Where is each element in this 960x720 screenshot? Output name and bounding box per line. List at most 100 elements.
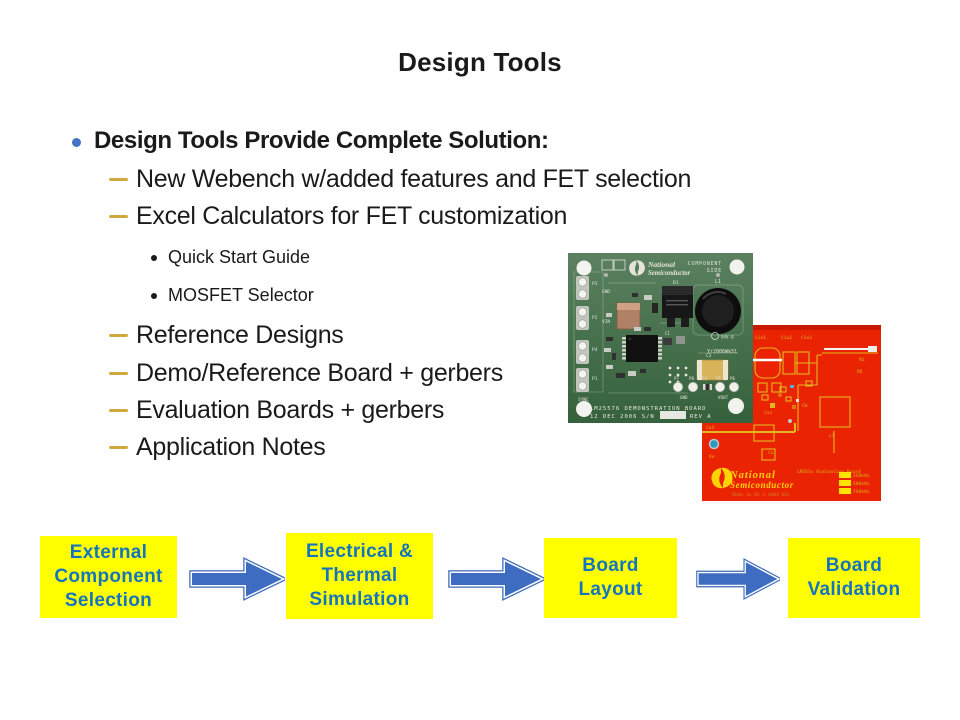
pin-label: P5 (716, 376, 722, 381)
brand-text: Semiconductor (730, 480, 794, 490)
pin-label: P8 (689, 376, 695, 381)
board-name-label: LM255x Evaluation Board (797, 469, 861, 475)
list-item-label: Excel Calculators for FET customization (136, 202, 568, 230)
serial-number-box (660, 411, 686, 419)
dash-icon (109, 334, 128, 337)
flow-step-board-layout: Board Layout (544, 538, 677, 618)
bullet-icon (151, 255, 157, 261)
made-in-label: Made in US © 2008 NSC (732, 492, 790, 498)
silk-outlines (573, 271, 744, 394)
silk-label: Css (764, 410, 773, 416)
component-label: C1 (665, 331, 670, 336)
frequency-legend: 250kHz 500kHz 750kHz (839, 472, 870, 495)
pin-label: GND (680, 395, 688, 400)
silk-label: Cin3 (801, 335, 812, 341)
dash-icon (109, 446, 128, 449)
component-label: L1 (715, 279, 721, 285)
bullet-icon (151, 293, 157, 299)
vo-test-point (708, 438, 720, 450)
pin-label: VOUT (718, 395, 729, 400)
pin-label: SYNC (578, 397, 589, 403)
silk-label: Cb (802, 403, 808, 409)
mounting-holes (576, 259, 745, 417)
copper-capacitor (616, 302, 641, 330)
silk-date-label: 12 DEC 2006 S/N (590, 414, 655, 420)
silk-label: Co3 (706, 425, 715, 431)
side-label: SIDE (707, 268, 722, 274)
flow-step-external-component-selection: External Component Selection (40, 536, 177, 618)
red-board-edge (702, 325, 881, 330)
flow-arrow-icon (448, 557, 548, 601)
silk-label: Co2 (768, 450, 777, 456)
list-item: Evaluation Boards + gerbers (109, 396, 444, 425)
list-item: Quick Start Guide (151, 247, 310, 268)
bottom-pin-row: P7 P8 C3 P5 P6 GND VOUT (672, 376, 740, 400)
dash-icon (109, 178, 128, 181)
dash-icon (109, 215, 128, 218)
list-item-label: Demo/Reference Board + gerbers (136, 359, 503, 387)
date-code-label: Yr2006Wk51 (707, 349, 737, 355)
list-item: Reference Designs (109, 321, 344, 350)
green-pcb-svg: National Semiconductor COMPONENT SIDE (568, 253, 753, 423)
national-semiconductor-logo-icon (629, 260, 645, 276)
dash-icon (109, 409, 128, 412)
list-heading: Design Tools Provide Complete Solution: (94, 127, 549, 154)
left-pin-headers: P3 GND P2 VIN P4 P1 SYNC (576, 276, 610, 403)
silk-title-label: LM25576 DEMONSTRATION BOARD (590, 406, 706, 412)
list-item-label: Application Notes (136, 433, 326, 461)
list-heading-row: Design Tools Provide Complete Solution: (72, 127, 549, 155)
flow-arrow-icon (696, 558, 783, 600)
dpak-transistor (662, 286, 693, 327)
yellow-capacitor (696, 359, 729, 381)
pin-label: P7 (674, 376, 680, 381)
flow-step-electrical-thermal-simulation: Electrical & Thermal Simulation (286, 533, 433, 619)
bottom-trace (702, 423, 796, 433)
silk-label: M2 (857, 369, 863, 375)
bullet-icon (72, 138, 81, 147)
legend-label: 750kHz (853, 489, 870, 495)
component-label: D1 (673, 280, 679, 286)
list-item-label: MOSFET Selector (168, 285, 314, 305)
list-item-label: Quick Start Guide (168, 247, 311, 267)
silk-rev-label: REV A (690, 414, 712, 420)
list-item: MOSFET Selector (151, 285, 314, 306)
side-label: COMPONENT (688, 261, 722, 267)
silk-label: L1 (829, 433, 835, 439)
silk-label: M1 (859, 357, 865, 363)
list-item: Excel Calculators for FET customization (109, 202, 567, 231)
dash-icon (109, 372, 128, 375)
brand-text: National (647, 260, 676, 269)
silk-label: Cin2 (781, 335, 792, 341)
flow-arrow-icon (189, 557, 289, 601)
list-item-label: Evaluation Boards + gerbers (136, 396, 445, 424)
pin-label: GND (602, 289, 610, 295)
pin-label: P2 (592, 315, 598, 321)
jumper-boxes (601, 259, 626, 271)
pin-label: P1 (592, 376, 598, 382)
flow-step-board-validation: Board Validation (788, 538, 920, 618)
list-item-label: New Webench w/added features and FET sel… (136, 165, 692, 193)
silk-label: Vo (709, 454, 715, 460)
silk-label: Cin1 (755, 335, 766, 341)
list-item: Application Notes (109, 433, 326, 462)
ul-rating-label: 94V-0 (721, 335, 734, 340)
small-components (604, 293, 685, 378)
pin-label: VIN (602, 319, 610, 325)
pin-label: P4 (592, 347, 598, 353)
component-label: C2 (706, 353, 712, 359)
page-title: Design Tools (398, 47, 562, 77)
legend-label: 500kHz (853, 481, 870, 487)
brand-text: Semiconductor (648, 270, 691, 277)
pin-label: C3 (702, 376, 708, 381)
national-semiconductor-logo-icon (711, 467, 733, 489)
pin-label: P6 (730, 376, 736, 381)
ic-chip (622, 335, 662, 362)
legend-label: 250kHz (853, 473, 870, 479)
inductor (695, 288, 741, 334)
brand-text: National (729, 470, 776, 481)
green-pcb-photo: National Semiconductor COMPONENT SIDE (568, 253, 753, 423)
pin-label: P3 (592, 281, 598, 287)
ul-mark-icon (711, 332, 719, 340)
list-item: Demo/Reference Board + gerbers (109, 359, 503, 388)
